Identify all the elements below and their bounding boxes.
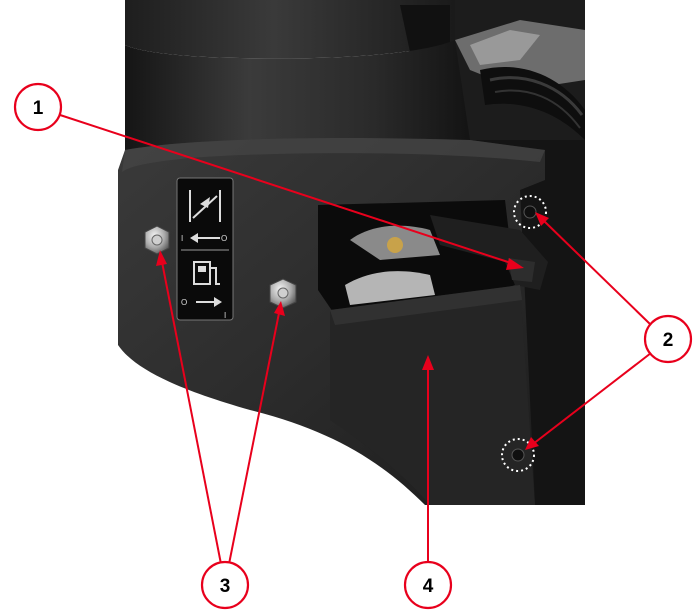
braided-hose	[480, 66, 585, 140]
arrowhead-1	[506, 258, 524, 270]
right-nut	[269, 278, 297, 309]
leader-2b	[532, 352, 652, 445]
throttle-lever-icon	[189, 190, 221, 243]
decal-mark-bottom-right: I	[224, 311, 226, 320]
lower-screw	[511, 448, 525, 462]
upper-screw-highlight-ring	[513, 195, 547, 229]
leader-3b	[228, 312, 280, 565]
upper-screw	[523, 205, 537, 219]
decal-mark-top-left: I	[181, 234, 183, 243]
callout-1-label: 1	[33, 98, 44, 119]
callout-3-label: 3	[220, 576, 231, 597]
cap-clip	[400, 5, 450, 52]
housing-edge-highlight	[122, 138, 545, 172]
arrowhead-4	[422, 355, 434, 370]
fuel-pump-icon	[193, 261, 222, 307]
hose-texture	[494, 89, 581, 129]
leader-3a	[161, 261, 222, 565]
arrowhead-3b	[274, 301, 285, 316]
lower-screw-highlight-ring	[501, 438, 535, 472]
engine-photo: I O O I	[118, 0, 585, 505]
leader-1	[56, 113, 515, 265]
arrowhead-2a	[535, 212, 549, 226]
callout-2-label: 2	[663, 330, 674, 351]
arrowhead-3a	[156, 250, 167, 266]
control-decal: I O O I	[176, 177, 234, 321]
callout-4-label: 4	[423, 576, 434, 597]
bracket-highlight	[470, 30, 540, 65]
callout-3: 3	[200, 560, 250, 610]
linkage-pivot	[387, 237, 403, 253]
cylinder-body	[125, 40, 480, 160]
cover-edge-highlight	[330, 285, 522, 325]
arrowhead-2b	[525, 437, 539, 450]
decal-mark-top-right: O	[221, 234, 227, 243]
lower-linkage	[345, 271, 435, 305]
decal-mark-bottom-left: O	[181, 298, 187, 307]
callout-4: 4	[403, 560, 453, 610]
cover-panel	[330, 285, 535, 505]
hose-texture	[489, 76, 584, 116]
upper-cap	[125, 0, 455, 59]
leader-2a	[542, 219, 652, 326]
callout-2: 2	[643, 314, 693, 364]
leader-lines	[56, 113, 652, 565]
left-nut	[144, 225, 170, 255]
callout-1: 1	[13, 82, 63, 132]
